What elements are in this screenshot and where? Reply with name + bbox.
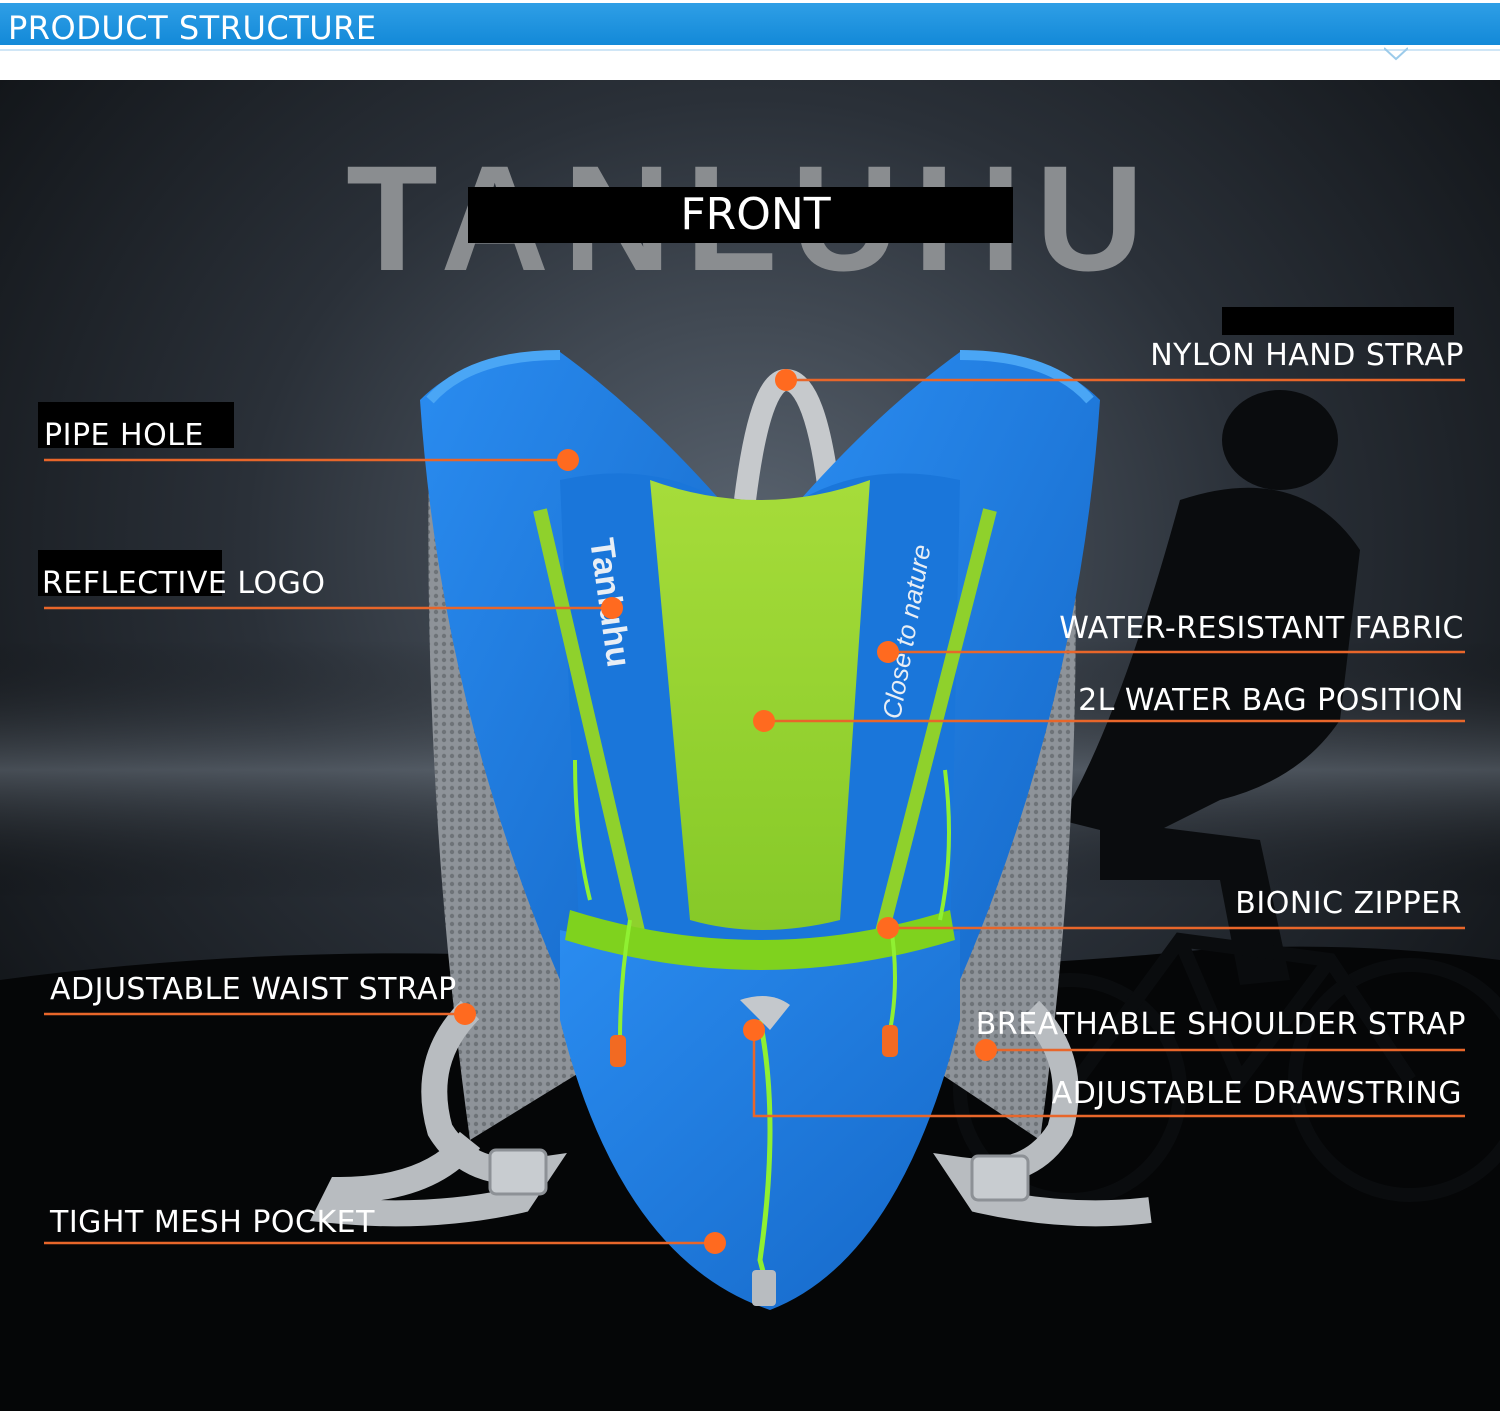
callout-water-resistant-fabric: WATER-RESISTANT FABRIC [1059, 611, 1464, 646]
left-waist-strap [309, 1000, 567, 1227]
callout-adjustable-drawstring: ADJUSTABLE DRAWSTRING [1051, 1076, 1462, 1111]
product-photo: TANLUHU [0, 80, 1500, 1411]
right-buckle [970, 1154, 1030, 1202]
callout-adjustable-waist-strap: ADJUSTABLE WAIST STRAP [50, 972, 457, 1007]
callout-breathable-shoulder-strap: BREATHABLE SHOULDER STRAP [975, 1007, 1466, 1042]
callout-tight-mesh-pocket: TIGHT MESH POCKET [50, 1205, 375, 1240]
right-zipper-pull [882, 1025, 898, 1057]
left-zipper-pull [610, 1035, 626, 1067]
front-label-box [468, 187, 1013, 243]
backpack-illustration: TANLUHU [0, 80, 1500, 1411]
drawstring-cord [757, 1019, 773, 1291]
callout-lines [44, 378, 1465, 1245]
header-notch-icon [1384, 47, 1408, 61]
backpack: Tanluhu Close to nature [309, 350, 1152, 1310]
drawstring-toggle [740, 996, 790, 1030]
left-buckle [488, 1148, 548, 1196]
drawstring-end [752, 1270, 776, 1306]
header-bar: PRODUCT STRUCTURE [0, 3, 1500, 47]
pocket-green-trim [565, 910, 955, 970]
callout-dots [454, 369, 997, 1254]
callout-reflective-logo: REFLECTIVE LOGO [42, 566, 326, 601]
callout-water-bag-position: 2L WATER BAG POSITION [1078, 683, 1464, 718]
callout-bionic-zipper: BIONIC ZIPPER [1235, 886, 1462, 921]
green-center-panel [650, 480, 870, 930]
callout-pipe-hole: PIPE HOLE [44, 418, 204, 453]
header-title: PRODUCT STRUCTURE [8, 9, 377, 47]
header-divider [0, 49, 1500, 51]
view-label: FRONT [680, 189, 831, 240]
section-header: PRODUCT STRUCTURE [0, 0, 1500, 80]
mesh-pocket [560, 930, 960, 1310]
callout-nylon-hand-strap: NYLON HAND STRAP [1150, 338, 1464, 373]
